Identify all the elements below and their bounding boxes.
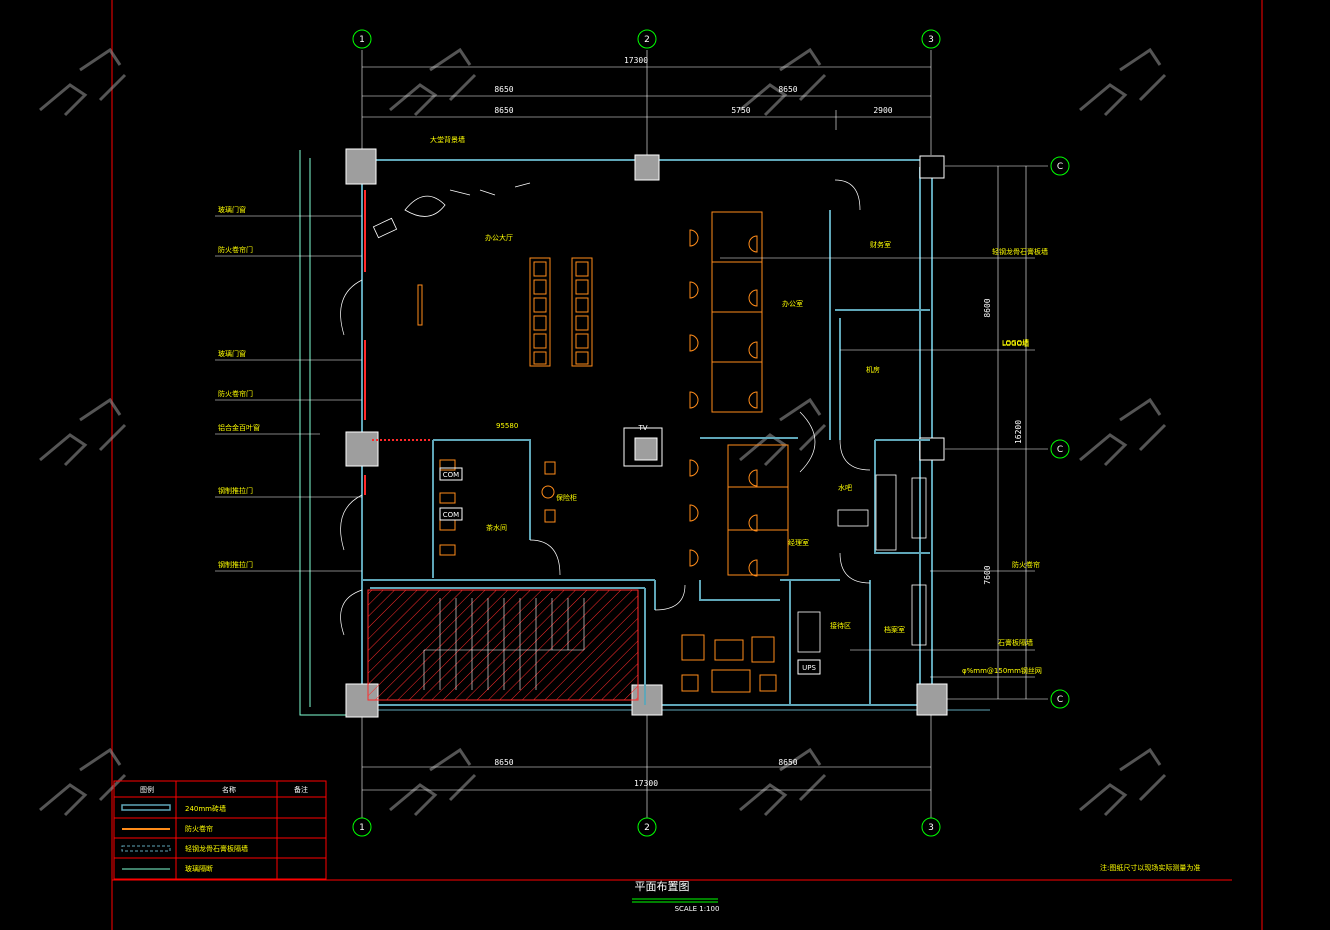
ups-box: UPS — [797, 659, 821, 675]
label-logo-wall: LOGO墙 — [1002, 338, 1029, 347]
dim-bottom-total: 17300 — [634, 779, 658, 788]
dim-bottom-1: 8650 — [494, 758, 513, 767]
axis-bubble-top-1: 1 — [352, 29, 372, 49]
svg-text:3: 3 — [928, 823, 934, 833]
svg-text:2: 2 — [644, 35, 650, 45]
right-note-2: LOGO墙 — [1002, 339, 1029, 348]
right-leaders — [720, 257, 1035, 678]
right-note-3: 防火卷帘 — [1012, 560, 1040, 569]
svg-text:2: 2 — [644, 823, 650, 833]
svg-text:C: C — [1057, 445, 1063, 455]
dim-top-2c: 2900 — [873, 106, 892, 115]
left-note-6: 钢制推拉门 — [218, 486, 253, 495]
right-note-5: φ%mm@150mm钢丝网 — [962, 666, 1042, 675]
right-note-4: 石膏板隔墙 — [998, 638, 1033, 647]
legend-table — [113, 780, 327, 880]
label-open-office: 办公大厅 — [485, 233, 513, 242]
dim-right-2: 16200 — [1014, 420, 1023, 444]
svg-text:1: 1 — [359, 823, 365, 833]
dim-top-1a: 8650 — [494, 85, 513, 94]
axis-bubble-right-bottom: C — [1050, 689, 1070, 709]
legend-row-1: 240mm砖墙 — [185, 804, 226, 813]
dim-top-1b: 8650 — [778, 85, 797, 94]
label-partner-office: 办公室 — [782, 299, 803, 308]
left-note-3: 玻璃门窗 — [218, 349, 246, 358]
dimension-lines-top — [362, 66, 931, 130]
svg-text:C: C — [1057, 162, 1063, 172]
label-server-room: 机房 — [866, 365, 880, 374]
sheet-frame — [111, 0, 1263, 930]
scale-label: SCALE 1:100 — [675, 905, 720, 913]
com-box-2: COM — [439, 507, 463, 521]
svg-text:COM: COM — [443, 511, 459, 519]
dim-bottom-2: 8650 — [778, 758, 797, 767]
label-water-bar: 水吧 — [838, 483, 852, 492]
left-note-4: 防火卷帘门 — [218, 389, 253, 398]
drawing-title: 平面布置图 — [635, 880, 690, 893]
legend-row-4: 玻璃隔断 — [185, 864, 213, 873]
reception-desk — [372, 182, 927, 653]
legend-header-name: 名称 — [222, 785, 236, 794]
legend-row-2: 防火卷帘 — [185, 824, 213, 833]
label-finance: 财务室 — [870, 240, 891, 249]
dim-top-total: 17300 — [624, 56, 648, 65]
facade-glazing — [364, 190, 430, 495]
left-note-5: 铝合金百叶窗 — [218, 423, 260, 432]
label-reception-wall: 大堂背景墙 — [430, 135, 465, 144]
svg-text:C: C — [1057, 695, 1063, 705]
right-note-1: 轻钢龙骨石膏板墙 — [992, 247, 1048, 256]
label-phone: 95580 — [496, 422, 518, 430]
dim-right-3: 7600 — [983, 565, 992, 584]
label-pantry: 茶水间 — [486, 523, 507, 532]
legend-row-3: 轻钢龙骨石膏板隔墙 — [185, 844, 248, 853]
label-manager: 经理室 — [788, 538, 809, 547]
axis-bubble-right-top: C — [1050, 156, 1070, 176]
structural-columns — [345, 148, 948, 718]
dim-top-2b: 5750 — [731, 106, 750, 115]
dimension-lines-right — [997, 166, 1027, 699]
label-reception-area: 接待区 — [830, 621, 851, 630]
legend-header-symbol: 图例 — [140, 785, 154, 794]
axis-bubble-top-2: 2 — [637, 29, 657, 49]
svg-text:UPS: UPS — [802, 664, 816, 672]
svg-text:1: 1 — [359, 35, 365, 45]
grid-axes — [361, 50, 1048, 818]
axis-bubble-top-3: 3 — [921, 29, 941, 49]
stair-hatch — [367, 589, 639, 701]
legend-header-note: 备注 — [294, 785, 308, 794]
axis-bubble-bottom-1: 1 — [352, 817, 372, 837]
axis-bubble-right-mid: C — [1050, 439, 1070, 459]
dim-right-1: 8600 — [983, 298, 992, 317]
tv-label: TV — [637, 424, 647, 432]
left-note-2: 防火卷帘门 — [218, 245, 253, 254]
axis-bubble-bottom-2: 2 — [637, 817, 657, 837]
axis-bubble-bottom-3: 3 — [921, 817, 941, 837]
door-swings — [340, 179, 871, 636]
left-note-1: 玻璃门窗 — [218, 205, 246, 214]
svg-text:COM: COM — [443, 471, 459, 479]
dim-top-2a: 8650 — [494, 106, 513, 115]
stair-treads — [423, 598, 585, 690]
left-note-7: 钢制推拉门 — [218, 560, 253, 569]
interior-partitions — [362, 210, 930, 705]
dimension-lines-bottom — [362, 766, 931, 791]
footnote: 注:图纸尺寸以现场实际测量为准 — [1100, 863, 1200, 872]
legend-symbols — [121, 804, 171, 870]
label-safe: 保险柜 — [556, 493, 577, 502]
label-archive: 档案室 — [884, 625, 905, 634]
left-leaders — [215, 215, 362, 572]
com-box-1: COM — [439, 467, 463, 481]
svg-text:3: 3 — [928, 35, 934, 45]
furniture — [417, 211, 789, 693]
